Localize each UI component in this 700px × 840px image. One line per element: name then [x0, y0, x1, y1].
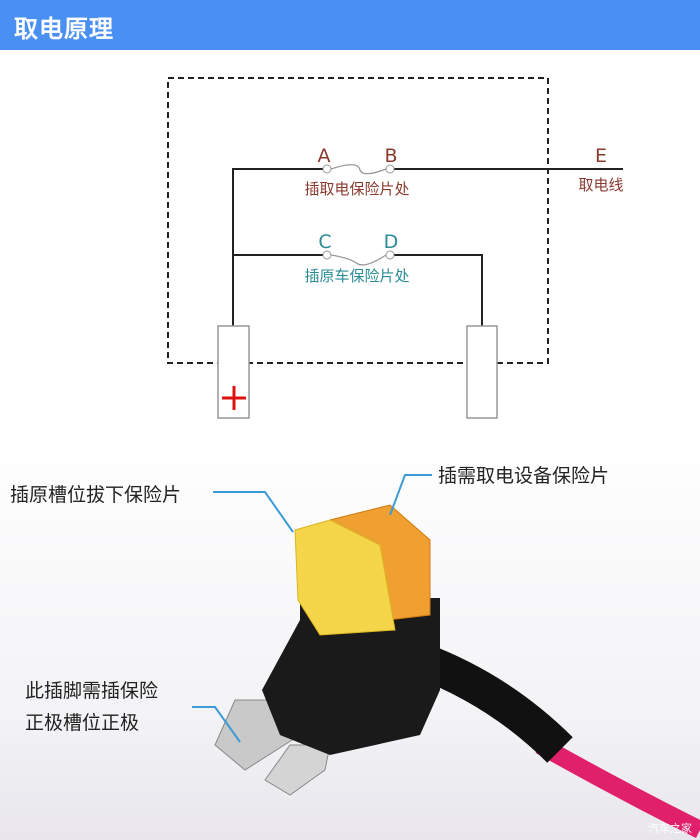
callout-remove-line [213, 491, 294, 533]
tap-body [262, 598, 440, 755]
callout-pin-label-line2: 正极槽位正极 [25, 712, 140, 734]
point-c-label: C [318, 231, 331, 253]
red-wire [535, 737, 700, 839]
page-title: 取电原理 [14, 15, 114, 43]
callout-pin-label-line1: 此插脚需插保险 [25, 680, 159, 702]
point-c-node [322, 250, 332, 260]
point-d-node [385, 250, 395, 260]
yellow-fuse [294, 519, 396, 636]
point-e-label: E [595, 145, 607, 167]
point-a-label: A [318, 145, 331, 167]
point-a-node [322, 164, 332, 174]
lower-fuse-label: 插原车保险片处 [304, 267, 409, 285]
fuse-tap-photo [214, 504, 700, 839]
callout-remove-label: 插原槽位拔下保险片 [10, 484, 182, 506]
callout-insert-label: 插需取电设备保险片 [438, 465, 610, 487]
header-bar: 取电原理 [0, 0, 700, 50]
positive-icon [222, 386, 246, 410]
metal-prong-lower [264, 744, 331, 796]
callout-lines [192, 474, 432, 743]
lower-circuit [233, 254, 483, 326]
point-b-label: B [384, 145, 397, 167]
watermark: 汽车之家 [648, 822, 692, 835]
upper-circuit [232, 164, 623, 326]
point-d-label: D [384, 231, 399, 253]
lower-fuse-link [330, 254, 387, 266]
output-wire-label: 取电线 [578, 176, 623, 194]
negative-terminal [466, 325, 498, 419]
fuse-tap-outline [167, 77, 549, 364]
black-cable [413, 643, 573, 763]
upper-fuse-link [330, 164, 387, 175]
callout-insert-line [389, 474, 432, 516]
point-b-node [385, 164, 395, 174]
callout-pin-line [192, 706, 241, 743]
upper-fuse-label: 插取电保险片处 [304, 180, 409, 198]
